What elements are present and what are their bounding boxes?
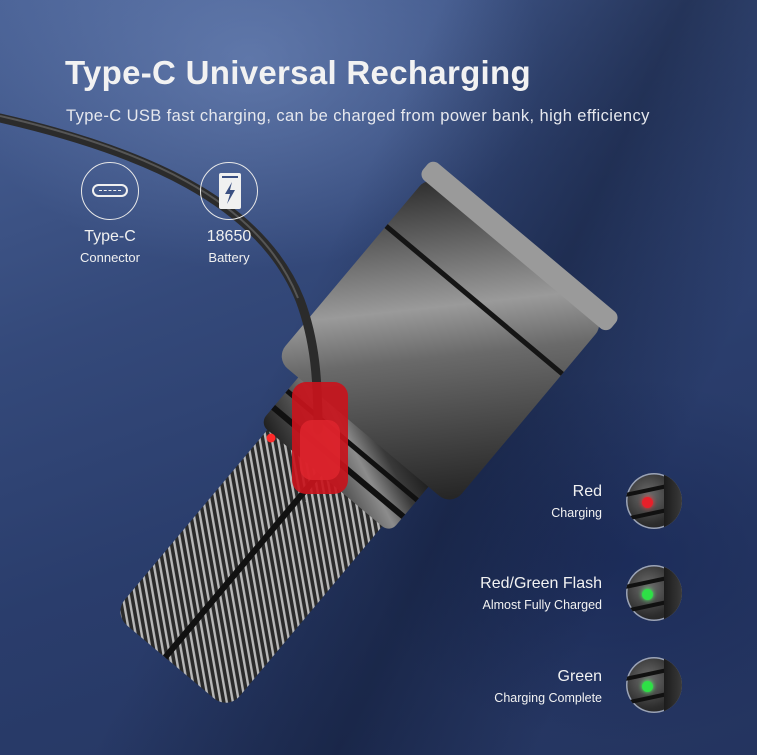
usb-c-icon xyxy=(81,162,139,220)
indicator-title: Green xyxy=(557,668,602,685)
indicator-red-icon xyxy=(626,473,682,529)
indicator-red-label: Red Charging xyxy=(551,483,602,520)
feature-caption: Connector xyxy=(80,250,140,265)
feature-title: 18650 xyxy=(206,228,252,245)
indicator-caption: Charging xyxy=(551,506,602,520)
page-subtitle: Type-C USB fast charging, can be charged… xyxy=(66,107,650,125)
indicator-flash-icon xyxy=(626,565,682,621)
feature-type-c: Type-C Connector xyxy=(65,162,155,265)
indicator-title: Red/Green Flash xyxy=(480,575,602,592)
indicator-green-label: Green Charging Complete xyxy=(494,668,602,705)
indicator-title: Red xyxy=(572,483,602,500)
indicator-green-icon xyxy=(626,657,682,713)
feature-title: Type-C xyxy=(84,228,136,245)
indicator-caption: Almost Fully Charged xyxy=(482,598,603,612)
page-title: Type-C Universal Recharging xyxy=(65,54,531,91)
indicator-flash-label: Red/Green Flash Almost Fully Charged xyxy=(480,575,602,612)
indicator-caption: Charging Complete xyxy=(494,691,602,705)
charging-led xyxy=(266,433,276,443)
feature-caption: Battery xyxy=(208,250,250,265)
battery-icon xyxy=(200,162,258,220)
feature-battery: 18650 Battery xyxy=(184,162,274,265)
